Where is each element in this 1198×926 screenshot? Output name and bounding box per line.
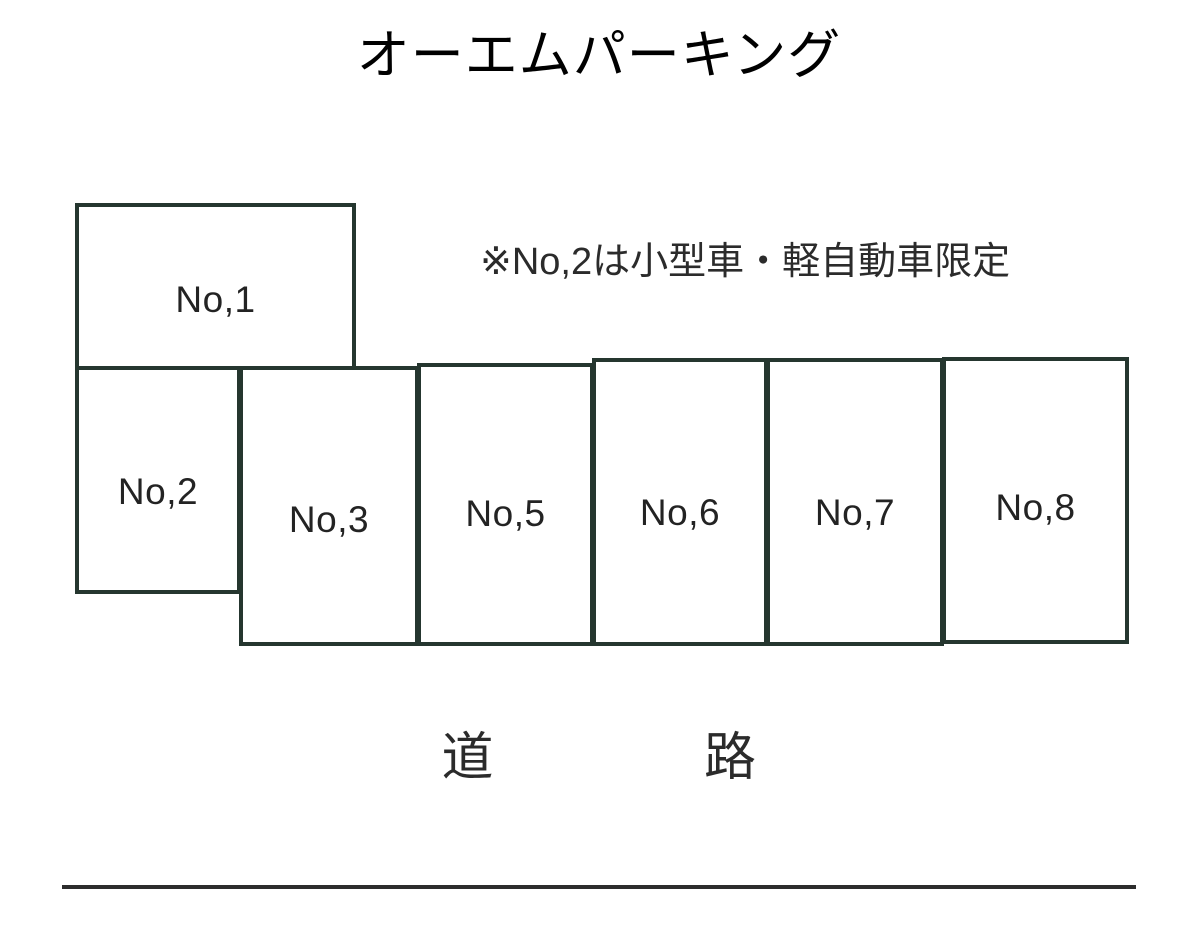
parking-stall-1[interactable]: No,1	[75, 203, 356, 370]
parking-stall-1-label: No,1	[175, 279, 256, 320]
page-title: オーエムパーキング	[356, 26, 842, 85]
parking-stall-2-label: No,2	[117, 471, 199, 512]
parking-stall-3-label: No,3	[288, 499, 370, 540]
parking-stall-5[interactable]: No,5	[417, 363, 594, 646]
parking-stall-8-label: No,8	[995, 487, 1076, 528]
parking-stall-3[interactable]: No,3	[239, 366, 419, 646]
parking-stall-6-label: No,6	[639, 492, 721, 533]
road-label: 道 路	[441, 729, 757, 787]
parking-stall-5-label: No,5	[465, 493, 546, 534]
parking-stall-8[interactable]: No,8	[942, 357, 1129, 644]
parking-stall-6[interactable]: No,6	[592, 358, 768, 646]
road-boundary-line	[62, 885, 1136, 889]
parking-stall-7[interactable]: No,7	[766, 358, 944, 646]
parking-stall-2[interactable]: No,2	[75, 366, 241, 594]
parking-stall-7-label: No,7	[814, 492, 896, 533]
stall-restriction-note: ※No,2は小型車・軽自動車限定	[480, 241, 1011, 283]
